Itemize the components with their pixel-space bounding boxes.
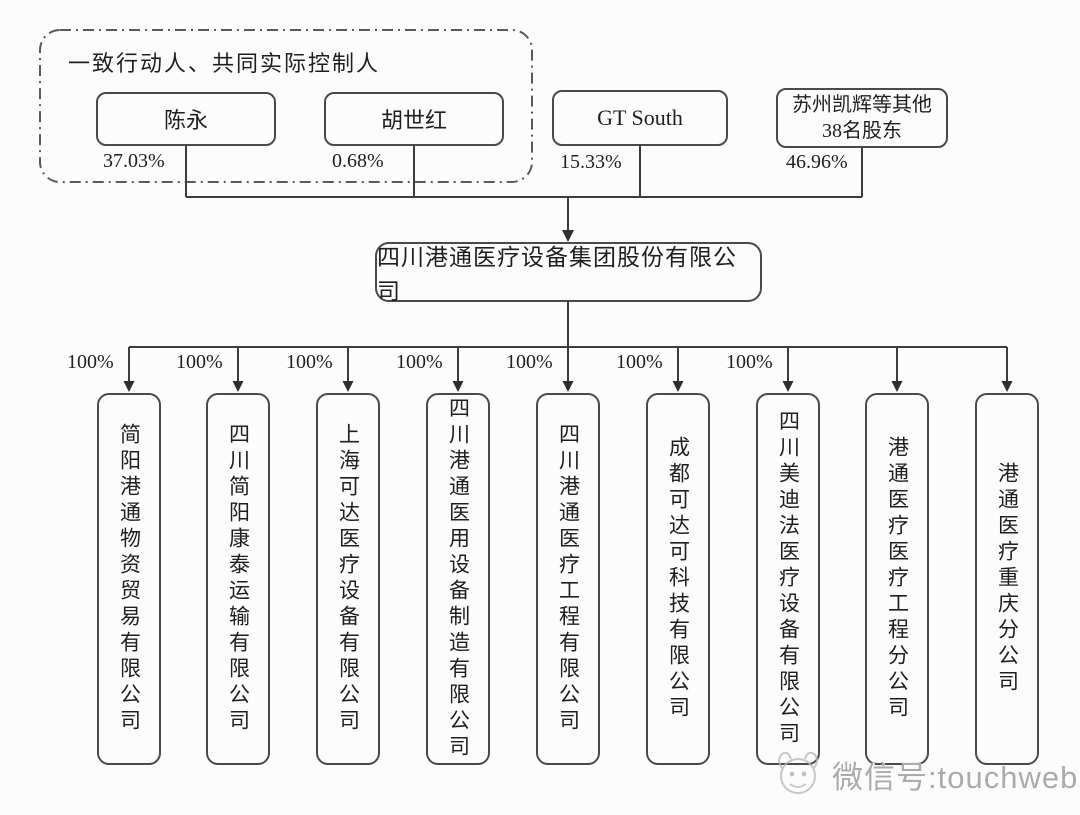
node-label-line2: 38名股东 — [822, 120, 902, 142]
subsidiary-name: 港通医疗重庆分公司 — [995, 462, 1020, 696]
node-label: 陈永 — [163, 108, 208, 133]
node-subsidiary-9: 港通医疗重庆分公司 — [975, 393, 1039, 765]
node-hu-shihong: 胡世红 — [324, 92, 504, 146]
subsidiary-name: 四川简阳康泰运输有限公司 — [226, 423, 251, 735]
subsidiary-name: 四川港通医疗工程有限公司 — [556, 423, 581, 735]
pct-subsidiary-6: 100% — [616, 351, 663, 373]
pct-chen-yong: 37.03% — [103, 150, 165, 172]
node-subsidiary-2: 四川简阳康泰运输有限公司 — [206, 393, 270, 765]
arrowheads — [123, 230, 1013, 392]
pct-hu-shihong: 0.68% — [332, 150, 384, 172]
node-label-line1: 苏州凯辉等其他 — [792, 94, 932, 116]
pct-subsidiary-1: 100% — [67, 351, 114, 373]
pct-subsidiary-5: 100% — [506, 351, 553, 373]
node-subsidiary-5: 四川港通医疗工程有限公司 — [536, 393, 600, 765]
subsidiary-name: 四川港通医用设备制造有限公司 — [446, 397, 471, 761]
node-suzhou-kaihui: 苏州凯辉等其他 38名股东 — [776, 88, 948, 148]
controllers-group-frame — [39, 29, 533, 183]
node-chen-yong: 陈永 — [96, 92, 276, 146]
subsidiary-name: 四川美迪法医疗设备有限公司 — [776, 410, 801, 748]
node-subsidiary-8: 港通医疗医疗工程分公司 — [865, 393, 929, 765]
subsidiary-name: 简阳港通物资贸易有限公司 — [117, 423, 142, 735]
node-parent-company: 四川港通医疗设备集团股份有限公司 — [375, 242, 762, 304]
node-label: 胡世红 — [380, 108, 447, 133]
pct-gt-south: 15.33% — [560, 151, 622, 173]
node-subsidiary-1: 简阳港通物资贸易有限公司 — [97, 393, 161, 765]
pct-subsidiary-2: 100% — [176, 351, 223, 373]
subsidiary-name: 港通医疗医疗工程分公司 — [885, 436, 910, 722]
node-subsidiary-4: 四川港通医用设备制造有限公司 — [426, 393, 490, 765]
node-subsidiary-6: 成都可达可科技有限公司 — [646, 393, 710, 765]
controllers-group-label: 一致行动人、共同实际控制人 — [68, 51, 381, 76]
pct-subsidiary-7: 100% — [726, 351, 773, 373]
parent-company-name: 四川港通医疗设备集团股份有限公司 — [377, 245, 737, 304]
pct-subsidiary-4: 100% — [396, 351, 443, 373]
pct-subsidiary-3: 100% — [286, 351, 333, 373]
node-gt-south: GT South — [552, 90, 728, 146]
node-subsidiary-7: 四川美迪法医疗设备有限公司 — [756, 393, 820, 765]
pct-suzhou-kaihui: 46.96% — [786, 151, 848, 173]
subsidiary-name: 成都可达可科技有限公司 — [666, 436, 691, 722]
wechat-mascot-icon — [778, 751, 818, 794]
subsidiary-name: 上海可达医疗设备有限公司 — [336, 423, 361, 735]
node-label: GT South — [597, 105, 683, 130]
node-subsidiary-3: 上海可达医疗设备有限公司 — [316, 393, 380, 765]
watermark-text: 微信号:touchweb — [832, 760, 1079, 795]
